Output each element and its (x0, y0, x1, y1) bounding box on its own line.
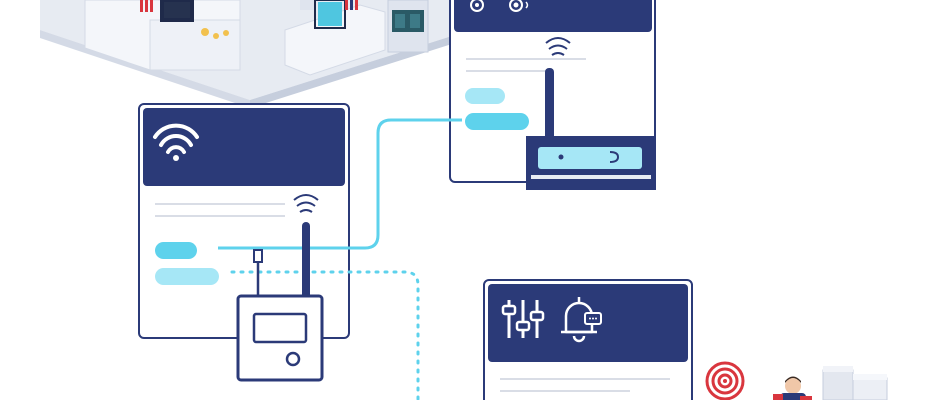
pill-accent (465, 113, 529, 130)
placeholder-line (155, 203, 285, 205)
pill-light (155, 268, 219, 285)
pill-light (465, 88, 505, 104)
placeholder-line (466, 58, 586, 60)
lab-room (40, 0, 455, 108)
wireless-sensor-device (236, 194, 324, 382)
bottom-card (483, 279, 693, 400)
bell-chat-icon (561, 297, 602, 343)
pill-accent (155, 242, 197, 259)
placeholder-line (500, 378, 670, 380)
lab-bench-left (84, 0, 241, 71)
technician-person (773, 376, 806, 400)
lab-screen-2 (318, 2, 342, 26)
placeholder-line (155, 215, 285, 217)
server-rack (852, 377, 888, 400)
dotted-link (230, 270, 420, 400)
server-rack (822, 369, 854, 400)
lab-floor-edge-right (250, 35, 455, 108)
person-body (780, 393, 806, 400)
lab-cabinet (387, 0, 429, 53)
toggle-icons (470, 0, 529, 12)
sensor-antenna (302, 222, 310, 300)
placeholder-line (466, 70, 546, 72)
placeholder-line (500, 390, 630, 392)
gateway-router (526, 37, 656, 190)
antenna-signal-icon (545, 37, 571, 56)
sensor-screen (252, 312, 308, 344)
server-racks (800, 366, 888, 400)
solid-link (218, 118, 462, 250)
alert-beacon-icon (705, 361, 745, 400)
sensor-button (285, 351, 301, 367)
left-card-header (143, 108, 345, 186)
router-antenna (545, 68, 554, 146)
top-right-card-header (454, 0, 652, 32)
wifi-icon (153, 123, 199, 161)
connection-lines (218, 118, 462, 400)
sliders-icon (501, 300, 545, 338)
left-card (138, 103, 350, 339)
router-panel (538, 147, 642, 169)
lab-bench-right (284, 0, 386, 76)
antenna-signal-icon (293, 194, 319, 213)
person-head (785, 378, 801, 394)
